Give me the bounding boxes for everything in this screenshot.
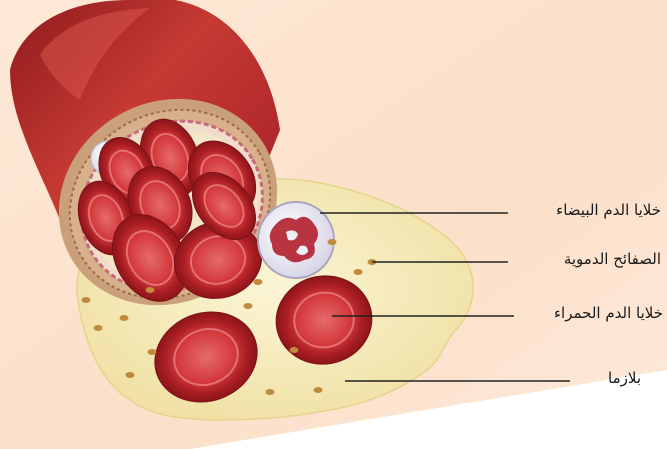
platelet xyxy=(328,239,337,245)
platelet xyxy=(94,325,103,331)
platelet xyxy=(290,347,299,353)
platelet xyxy=(254,279,263,285)
label-white-blood-cells: خلايا الدم البيضاء xyxy=(556,201,661,219)
platelet xyxy=(244,303,253,309)
label-platelets: الصفائح الدموية xyxy=(564,250,661,268)
platelet xyxy=(148,349,157,355)
label-red-blood-cells: خلايا الدم الحمراء xyxy=(554,304,663,322)
platelet xyxy=(82,297,91,303)
platelet xyxy=(126,372,135,378)
platelet xyxy=(146,287,155,293)
platelet xyxy=(120,315,129,321)
platelet xyxy=(266,389,275,395)
platelet xyxy=(314,387,323,393)
label-plasma: بلازما xyxy=(608,369,641,387)
platelet xyxy=(354,269,363,275)
